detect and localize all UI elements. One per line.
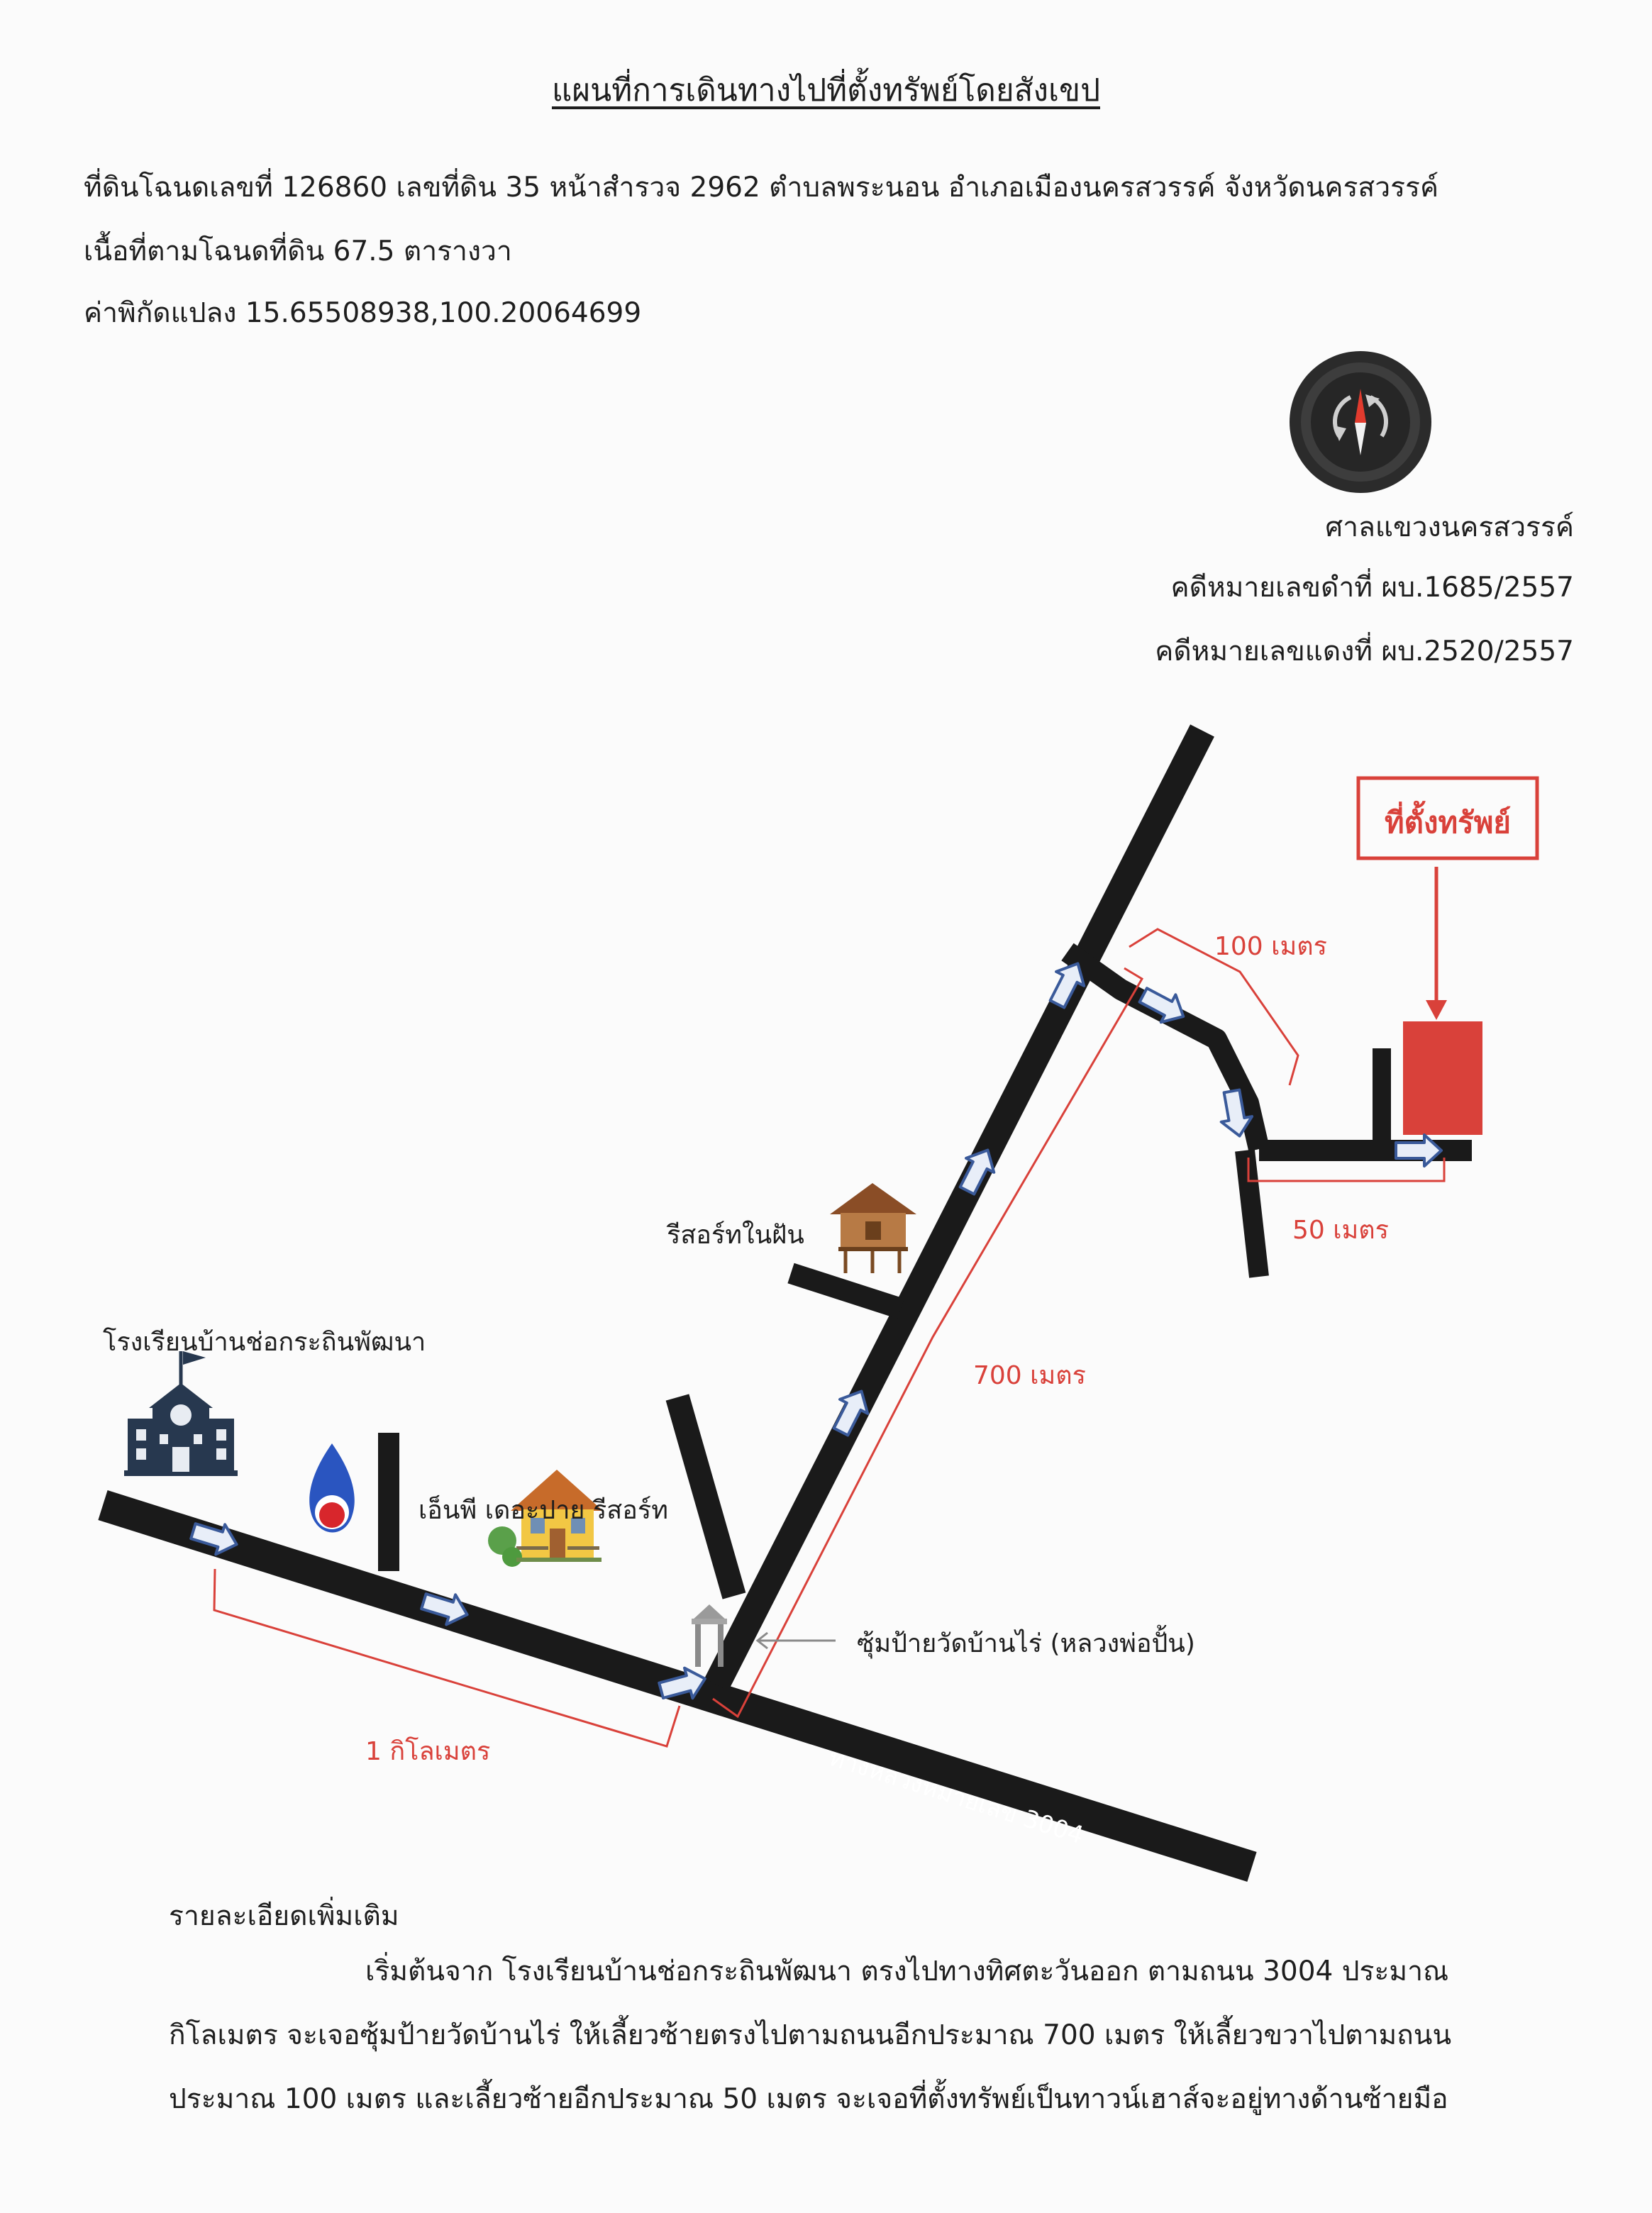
red-case-number: คดีหมายเลขแดงที่ ผบ.2520/2557	[1155, 636, 1574, 667]
roads	[98, 724, 1472, 1882]
distance-brackets	[213, 928, 1446, 1748]
property-lane-south	[1235, 1149, 1269, 1278]
distance-50m-label: 50 เมตร	[1292, 1216, 1390, 1245]
distance-100m-label: 100 เมตร	[1214, 932, 1327, 961]
temple-arch-icon	[692, 1604, 727, 1667]
temple-pointer	[755, 1631, 836, 1650]
bracket-100m	[1129, 928, 1299, 1086]
property-block	[1403, 1021, 1482, 1135]
branch-road-left	[665, 1394, 746, 1599]
coordinates-info-line: ค่าพิกัดแปลง 15.65508938,100.20064699	[84, 297, 642, 329]
compass-icon	[1290, 351, 1431, 493]
property-pointer	[1426, 867, 1447, 1020]
bracket-700m	[712, 967, 1144, 1719]
resort-dream-label: รีสอร์ทในฝัน	[667, 1221, 804, 1250]
details-line-3: ประมาณ 100 เมตร และเลี้ยวซ้ายอีกประมาณ 5…	[169, 2083, 1448, 2115]
details-line-1: เริ่มต้นจาก โรงเรียนบ้านช่อกระถินพัฒนา ต…	[365, 1956, 1449, 1987]
house-icon	[488, 1470, 603, 1567]
school-label: โรงเรียนบ้านช่อกระถินพัฒนา	[103, 1328, 426, 1357]
black-case-number: คดีหมายเลขดำที่ ผบ.1685/2557	[1170, 572, 1574, 604]
bracket-50m	[1247, 1158, 1446, 1182]
area-info-line: เนื้อที่ตามโฉนดที่ดิน 67.5 ตารางวา	[84, 235, 512, 267]
direction-arrow-icon	[1395, 1133, 1443, 1167]
distance-1km-label: 1 กิโลเมตร	[365, 1737, 491, 1766]
school-icon	[124, 1351, 238, 1476]
page-title: แผนที่การเดินทางไปที่ตั้งทรัพย์โดยสังเขป	[551, 72, 1100, 109]
main-road-north	[704, 724, 1214, 1691]
property-label-box	[1356, 776, 1539, 860]
details-heading: รายละเอียดเพิ่มเติม	[169, 1900, 399, 1932]
deed-info-line: ที่ดินโฉนดเลขที่ 126860 เลขที่ดิน 35 หน้…	[84, 172, 1439, 204]
distance-700m-label: 700 เมตร	[973, 1361, 1086, 1390]
court-name: ศาลแขวงนครสวรรค์	[1325, 511, 1574, 543]
bracket-1km	[213, 1568, 681, 1748]
ptt-resort-label: เอ็นพี เดอะปาย รีสอร์ท	[418, 1496, 668, 1525]
temple-arch-label: ซุ้มป้ายวัดบ้านไร่ (หลวงพ่อปั้น)	[857, 1629, 1195, 1658]
details-line-2: กิโลเมตร จะเจอซุ้มป้ายวัดบ้านไร่ ให้เลี้…	[169, 2019, 1452, 2051]
stilt-house-icon	[830, 1183, 916, 1273]
ptt-icon	[309, 1443, 355, 1533]
property-label: ที่ตั้งทรัพย์	[1384, 805, 1511, 840]
resort-dream-side-road	[787, 1263, 904, 1319]
